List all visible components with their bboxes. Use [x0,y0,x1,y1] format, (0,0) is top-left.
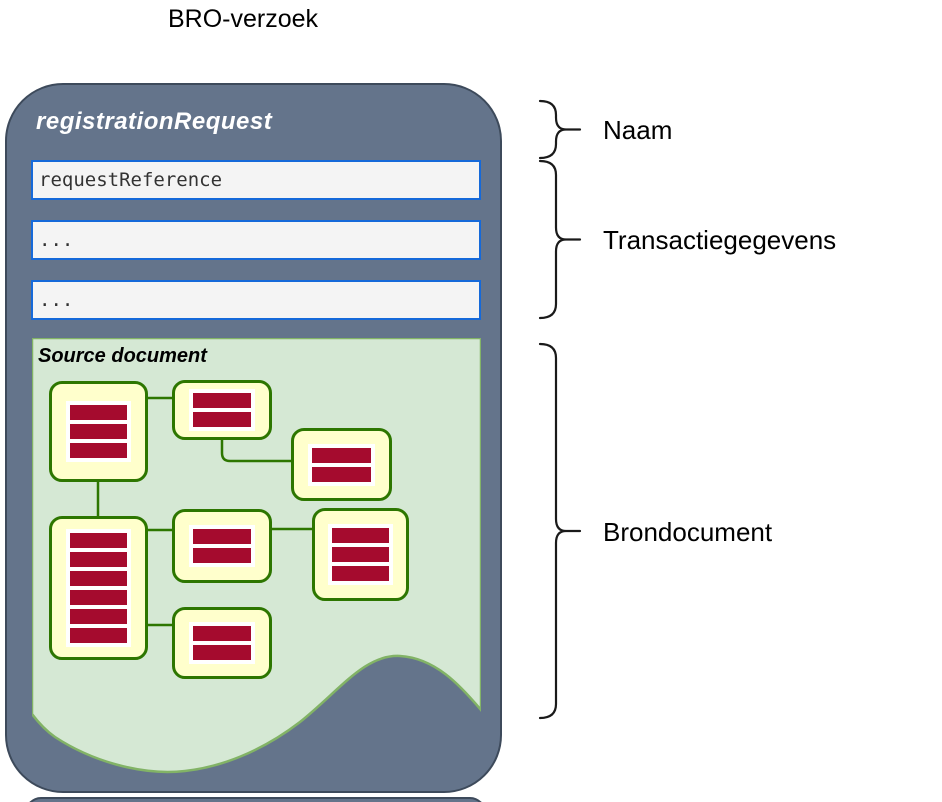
data-bar [69,405,128,420]
data-bar [332,566,389,581]
data-bar [69,628,128,643]
data-bar [332,547,389,562]
source-document-label: Source document [38,345,207,367]
data-bar [69,552,128,567]
annotation-transactiegegevens: Transactiegegevens [603,225,837,255]
data-bar [192,645,252,660]
data-bar [69,533,128,548]
source-node [312,508,409,601]
stacked-request-hint [25,797,486,802]
node-content [188,389,256,431]
registration-request-title: registrationRequest [36,108,273,135]
source-node [49,516,148,660]
node-content [65,401,132,462]
data-bar [312,447,371,463]
source-node [172,607,272,679]
node-content [65,529,132,647]
source-node [291,428,392,501]
diagram-title: BRO-verzoek [167,5,319,33]
data-bar [332,528,389,543]
data-bar [312,466,371,482]
node-content [188,525,256,567]
data-bar [192,393,252,408]
node-content [188,622,256,664]
data-bar [192,529,252,544]
source-node [172,509,272,583]
node-connectors [96,396,312,627]
brace-brondocument [538,342,582,720]
data-bar [69,443,128,458]
data-bar [192,626,252,641]
request-reference-field: requestReference [31,160,481,200]
data-bar [192,412,252,427]
node-content [328,524,393,585]
brace-naam [538,99,582,160]
data-bar [69,590,128,605]
annotation-brondocument: Brondocument [603,517,773,547]
source-node [49,381,148,482]
data-bar [69,571,128,586]
node-content [308,443,375,486]
transaction-field-ellipsis-2: ... [31,280,481,320]
data-bar [69,609,128,624]
source-node [172,380,272,440]
brace-transactiegegevens [538,159,582,320]
annotation-braces [538,99,582,720]
annotation-naam: Naam [603,115,673,145]
transaction-field-ellipsis-1: ... [31,220,481,260]
data-bar [192,548,252,563]
data-bar [69,424,128,439]
